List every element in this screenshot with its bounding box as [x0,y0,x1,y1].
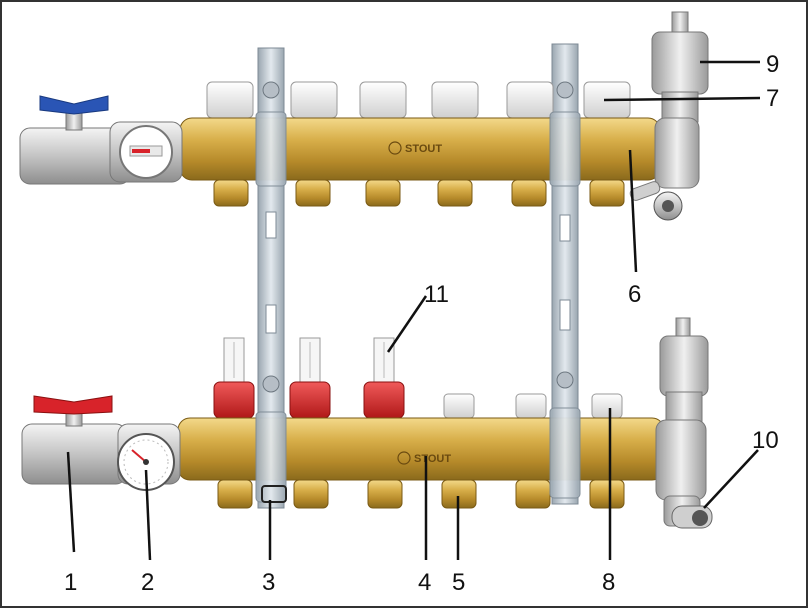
bracket-clamp-bottom-left [255,411,287,503]
leader-line-2 [144,469,152,561]
bracket-clamp-top-right [549,111,581,187]
leader-line-1 [66,451,76,553]
callout-8: 8 [602,569,615,596]
top-valve-caps [206,81,631,119]
brand-text-top: STOUT [405,143,442,155]
callout-9: 9 [766,51,779,78]
bottom-thermometer [117,423,181,491]
callout-1: 1 [64,569,77,596]
blue-valve-handle [39,95,109,115]
leader-line-6 [628,149,638,273]
callout-11: 11 [424,281,449,308]
flowmeters [213,337,405,419]
red-valve-handle [33,395,113,415]
leader-line-11 [386,295,428,353]
callout-6: 6 [628,281,641,308]
callout-7: 7 [766,85,779,112]
top-air-vent [651,11,709,123]
bottom-end-elbow [655,419,713,529]
bracket-screw-bottom-left [262,375,280,393]
bracket-clamp-top-left [255,111,287,187]
top-thermometer [109,121,183,183]
bottom-ball-valve [21,395,127,485]
brand-text-bottom: STOUT [414,453,451,465]
top-ball-valve [19,95,131,185]
bottom-manifold-bar [177,417,665,481]
top-outlet-fittings [213,179,625,207]
leader-lines [66,60,761,561]
bracket-screw-bottom-right [556,371,574,389]
brand-label-top: STOUT [388,141,442,155]
leader-line-10 [703,449,759,509]
leader-line-7 [603,96,761,102]
bracket-screw-top-left [262,81,280,99]
callout-10: 10 [752,427,779,454]
bracket-screw-black [261,485,287,503]
callout-2: 2 [141,569,154,596]
callout-3: 3 [262,569,275,596]
bottom-valve-caps [443,393,623,419]
bracket-clamp-bottom-right [549,407,581,499]
callout-4: 4 [418,569,431,596]
top-end-elbow [629,117,700,221]
bracket-screw-top-right [556,81,574,99]
bottom-air-vent [659,317,709,423]
bottom-outlet-fittings [217,479,625,509]
brand-label-bottom: STOUT [397,451,451,465]
callout-5: 5 [452,569,465,596]
